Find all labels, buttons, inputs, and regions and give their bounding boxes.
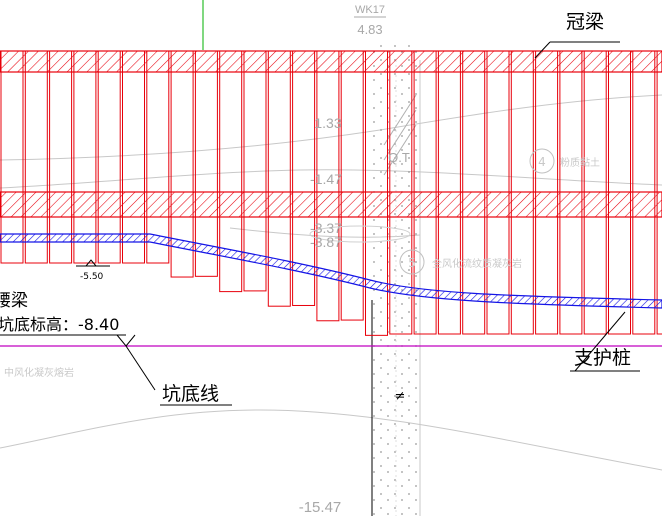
support-pile <box>0 50 24 264</box>
elevation-4: -3.87 <box>310 234 342 250</box>
support-pile <box>194 50 218 277</box>
capping-beam <box>0 50 662 73</box>
geology-lines <box>0 94 662 471</box>
capping-beam-label: 冠梁 <box>566 11 604 33</box>
elevation-3: -3.37 <box>310 220 342 236</box>
support-pile <box>49 50 73 264</box>
pit-bottom-line-label: 坑底线 <box>162 383 219 405</box>
waist-beam-label: 腰梁 <box>0 291 28 311</box>
layer-code: Q.T <box>388 150 410 165</box>
waist-beam <box>0 191 662 218</box>
support-pile-label: 支护桩 <box>574 347 631 369</box>
support-pile <box>146 50 170 264</box>
elevation-5: -15.47 <box>299 499 342 516</box>
layer-4-name: 粉质黏土 <box>560 156 600 169</box>
layer-markers <box>399 148 555 275</box>
support-pile <box>122 50 145 264</box>
retaining-band <box>0 233 662 309</box>
callout-leaders <box>160 41 640 406</box>
well-top-elevation: 4.83 <box>357 22 382 37</box>
layer-5-name: 全风化流纹质凝灰岩 <box>432 257 522 270</box>
borehole-sign: ≠ <box>395 389 406 404</box>
well-label: WK17 <box>355 4 385 16</box>
layer-5-index: 5 <box>408 256 416 270</box>
pit-bottom-elevation-label: 坑底标高：-8.40 <box>0 315 119 334</box>
geology-lens <box>309 225 411 243</box>
elevation-1: 1.33 <box>314 115 341 131</box>
local-elev-marker <box>76 259 110 267</box>
pit-elevation-marker <box>0 334 156 391</box>
lower-layer-name: 中风化凝灰熔岩 <box>4 366 74 379</box>
elevation-2: -1.47 <box>310 171 342 187</box>
support-pile <box>24 50 48 264</box>
local-elev-text: -5.50 <box>80 272 104 282</box>
layer-4-index: 4 <box>538 155 546 169</box>
